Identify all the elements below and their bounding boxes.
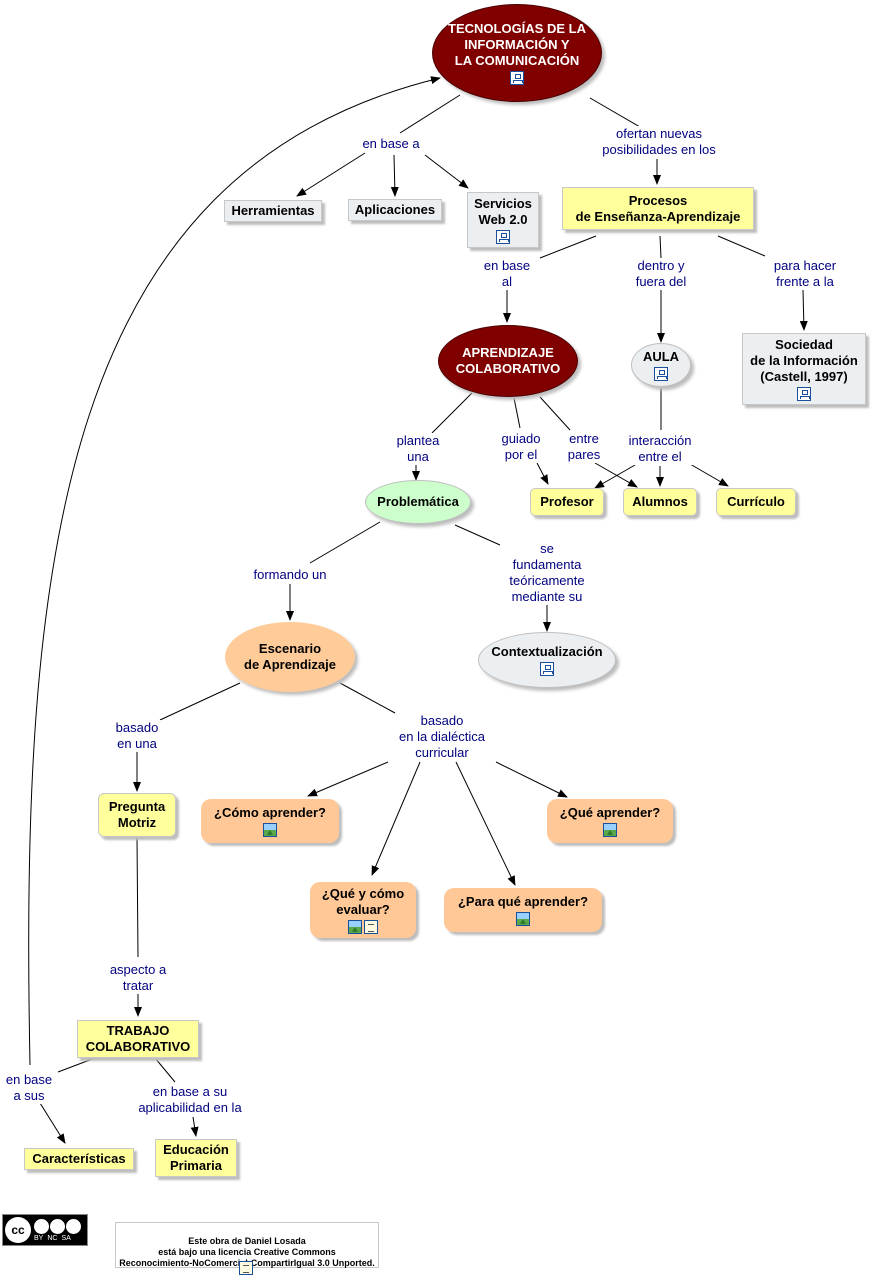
node-label: Educación Primaria — [163, 1142, 229, 1173]
aplicaciones-node[interactable]: Aplicaciones — [348, 199, 442, 221]
image-icon[interactable] — [516, 912, 530, 926]
herramientas-node[interactable]: Herramientas — [224, 200, 322, 222]
link-label-aspecto: aspecto a tratar — [107, 962, 169, 994]
creative-commons-badge[interactable]: cc BY NC SA — [2, 1214, 88, 1246]
que-aprender-node[interactable]: ¿Qué aprender? — [547, 799, 673, 843]
profesor-node[interactable]: Profesor — [530, 488, 604, 516]
node-label: Herramientas — [231, 203, 315, 218]
caracteristicas-node[interactable]: Características — [24, 1148, 134, 1170]
link-label-plantea: plantea una — [394, 433, 442, 465]
node-label: Sociedad de la Información (Castell, 199… — [750, 337, 858, 384]
sa-icon — [66, 1218, 81, 1234]
link-label-basado-dialectica: basado en la dialéctica curricular — [397, 713, 487, 761]
node-label: Servicios Web 2.0 — [474, 196, 532, 227]
escenario-node[interactable]: Escenario de Aprendizaje — [225, 622, 355, 692]
concept-map-icon[interactable] — [540, 662, 554, 676]
node-label: Procesos de Enseñanza-Aprendizaje — [575, 192, 741, 224]
procesos-node[interactable]: Procesos de Enseñanza-Aprendizaje — [562, 187, 754, 230]
aula-node[interactable]: AULA — [631, 343, 691, 387]
node-label: Características — [32, 1151, 126, 1166]
image-icon[interactable] — [263, 823, 277, 837]
curriculo-node[interactable]: Currículo — [716, 488, 796, 516]
aprendizaje-node[interactable]: APRENDIZAJE COLABORATIVO — [438, 325, 578, 397]
document-icon[interactable] — [239, 1261, 253, 1275]
image-icon[interactable] — [603, 823, 617, 837]
node-label: TECNOLOGÍAS DE LA INFORMACIÓN Y LA COMUN… — [448, 21, 586, 68]
node-label: Alumnos — [632, 494, 688, 509]
concept-map-icon[interactable] — [654, 367, 668, 381]
link-label-entre-pares: entre pares — [565, 431, 603, 463]
node-label: APRENDIZAJE COLABORATIVO — [455, 345, 561, 376]
link-label-ofertan: ofertan nuevas posibilidades en los — [600, 126, 718, 158]
badge-tag: SA — [61, 1234, 71, 1242]
link-label-formando: formando un — [251, 567, 329, 583]
link-label-se-fundamenta: se fundamenta teóricamente mediante su — [507, 541, 587, 605]
concept-map-icon[interactable] — [510, 71, 524, 85]
link-label-en-base-a: en base a — [360, 136, 422, 152]
badge-tag: BY — [34, 1234, 44, 1242]
pregunta-node[interactable]: Pregunta Motriz — [98, 793, 176, 837]
node-label: ¿Para qué aprender? — [457, 894, 589, 909]
tic-node[interactable]: TECNOLOGÍAS DE LA INFORMACIÓN Y LA COMUN… — [432, 4, 602, 102]
link-label-aplicabilidad: en base a su aplicabilidad en la — [136, 1084, 244, 1116]
node-label: TRABAJO COLABORATIVO — [85, 1023, 191, 1054]
node-label: AULA — [642, 349, 680, 364]
nc-icon — [50, 1218, 65, 1234]
node-label: Contextualización — [491, 644, 603, 659]
node-label: Escenario de Aprendizaje — [244, 641, 336, 672]
node-label: Pregunta Motriz — [108, 799, 166, 830]
badge-tag: NC — [47, 1234, 58, 1242]
by-icon — [34, 1218, 49, 1234]
problematica-node[interactable]: Problemática — [365, 480, 471, 524]
cc-logo-icon: cc — [5, 1217, 31, 1243]
document-icon[interactable] — [364, 920, 378, 934]
contextualizacion-node[interactable]: Contextualización — [478, 632, 616, 688]
node-label: Problemática — [377, 494, 459, 509]
link-label-interaccion: interacción entre el — [626, 433, 694, 465]
link-label-guiado: guiado por el — [499, 431, 543, 463]
link-label-para-hacer: para hacer frente a la — [771, 258, 839, 290]
que-como-evaluar-node[interactable]: ¿Qué y cómo evaluar? — [310, 882, 416, 938]
link-label-en-base-sus: en base a sus — [3, 1072, 55, 1104]
link-label-en-base-al: en base al — [481, 258, 533, 290]
sociedad-node[interactable]: Sociedad de la Información (Castell, 199… — [742, 333, 866, 405]
concept-map-icon[interactable] — [797, 387, 811, 401]
image-icon[interactable] — [348, 920, 362, 934]
node-label: Currículo — [727, 494, 785, 509]
alumnos-node[interactable]: Alumnos — [623, 488, 697, 516]
license-text: Este obra de Daniel Losada está bajo una… — [119, 1236, 375, 1268]
node-label: ¿Cómo aprender? — [214, 805, 326, 820]
link-label-dentro: dentro y fuera del — [633, 258, 689, 290]
link-label-basado-una: basado en una — [113, 720, 161, 752]
node-label: Profesor — [540, 494, 594, 509]
como-aprender-node[interactable]: ¿Cómo aprender? — [201, 799, 339, 843]
para-que-aprender-node[interactable]: ¿Para qué aprender? — [444, 888, 602, 932]
node-label: Aplicaciones — [354, 202, 436, 217]
trabajo-node[interactable]: TRABAJO COLABORATIVO — [77, 1020, 199, 1058]
educacion-node[interactable]: Educación Primaria — [155, 1139, 237, 1177]
node-label: ¿Qué aprender? — [559, 805, 661, 820]
concept-map-icon[interactable] — [496, 230, 510, 244]
servicios-node[interactable]: Servicios Web 2.0 — [467, 192, 539, 248]
node-label: ¿Qué y cómo evaluar? — [321, 886, 405, 917]
